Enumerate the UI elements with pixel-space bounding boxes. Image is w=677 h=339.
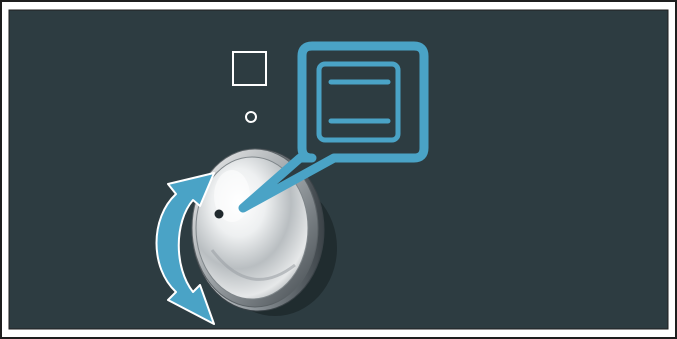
knob-indicator-icon (215, 210, 224, 219)
